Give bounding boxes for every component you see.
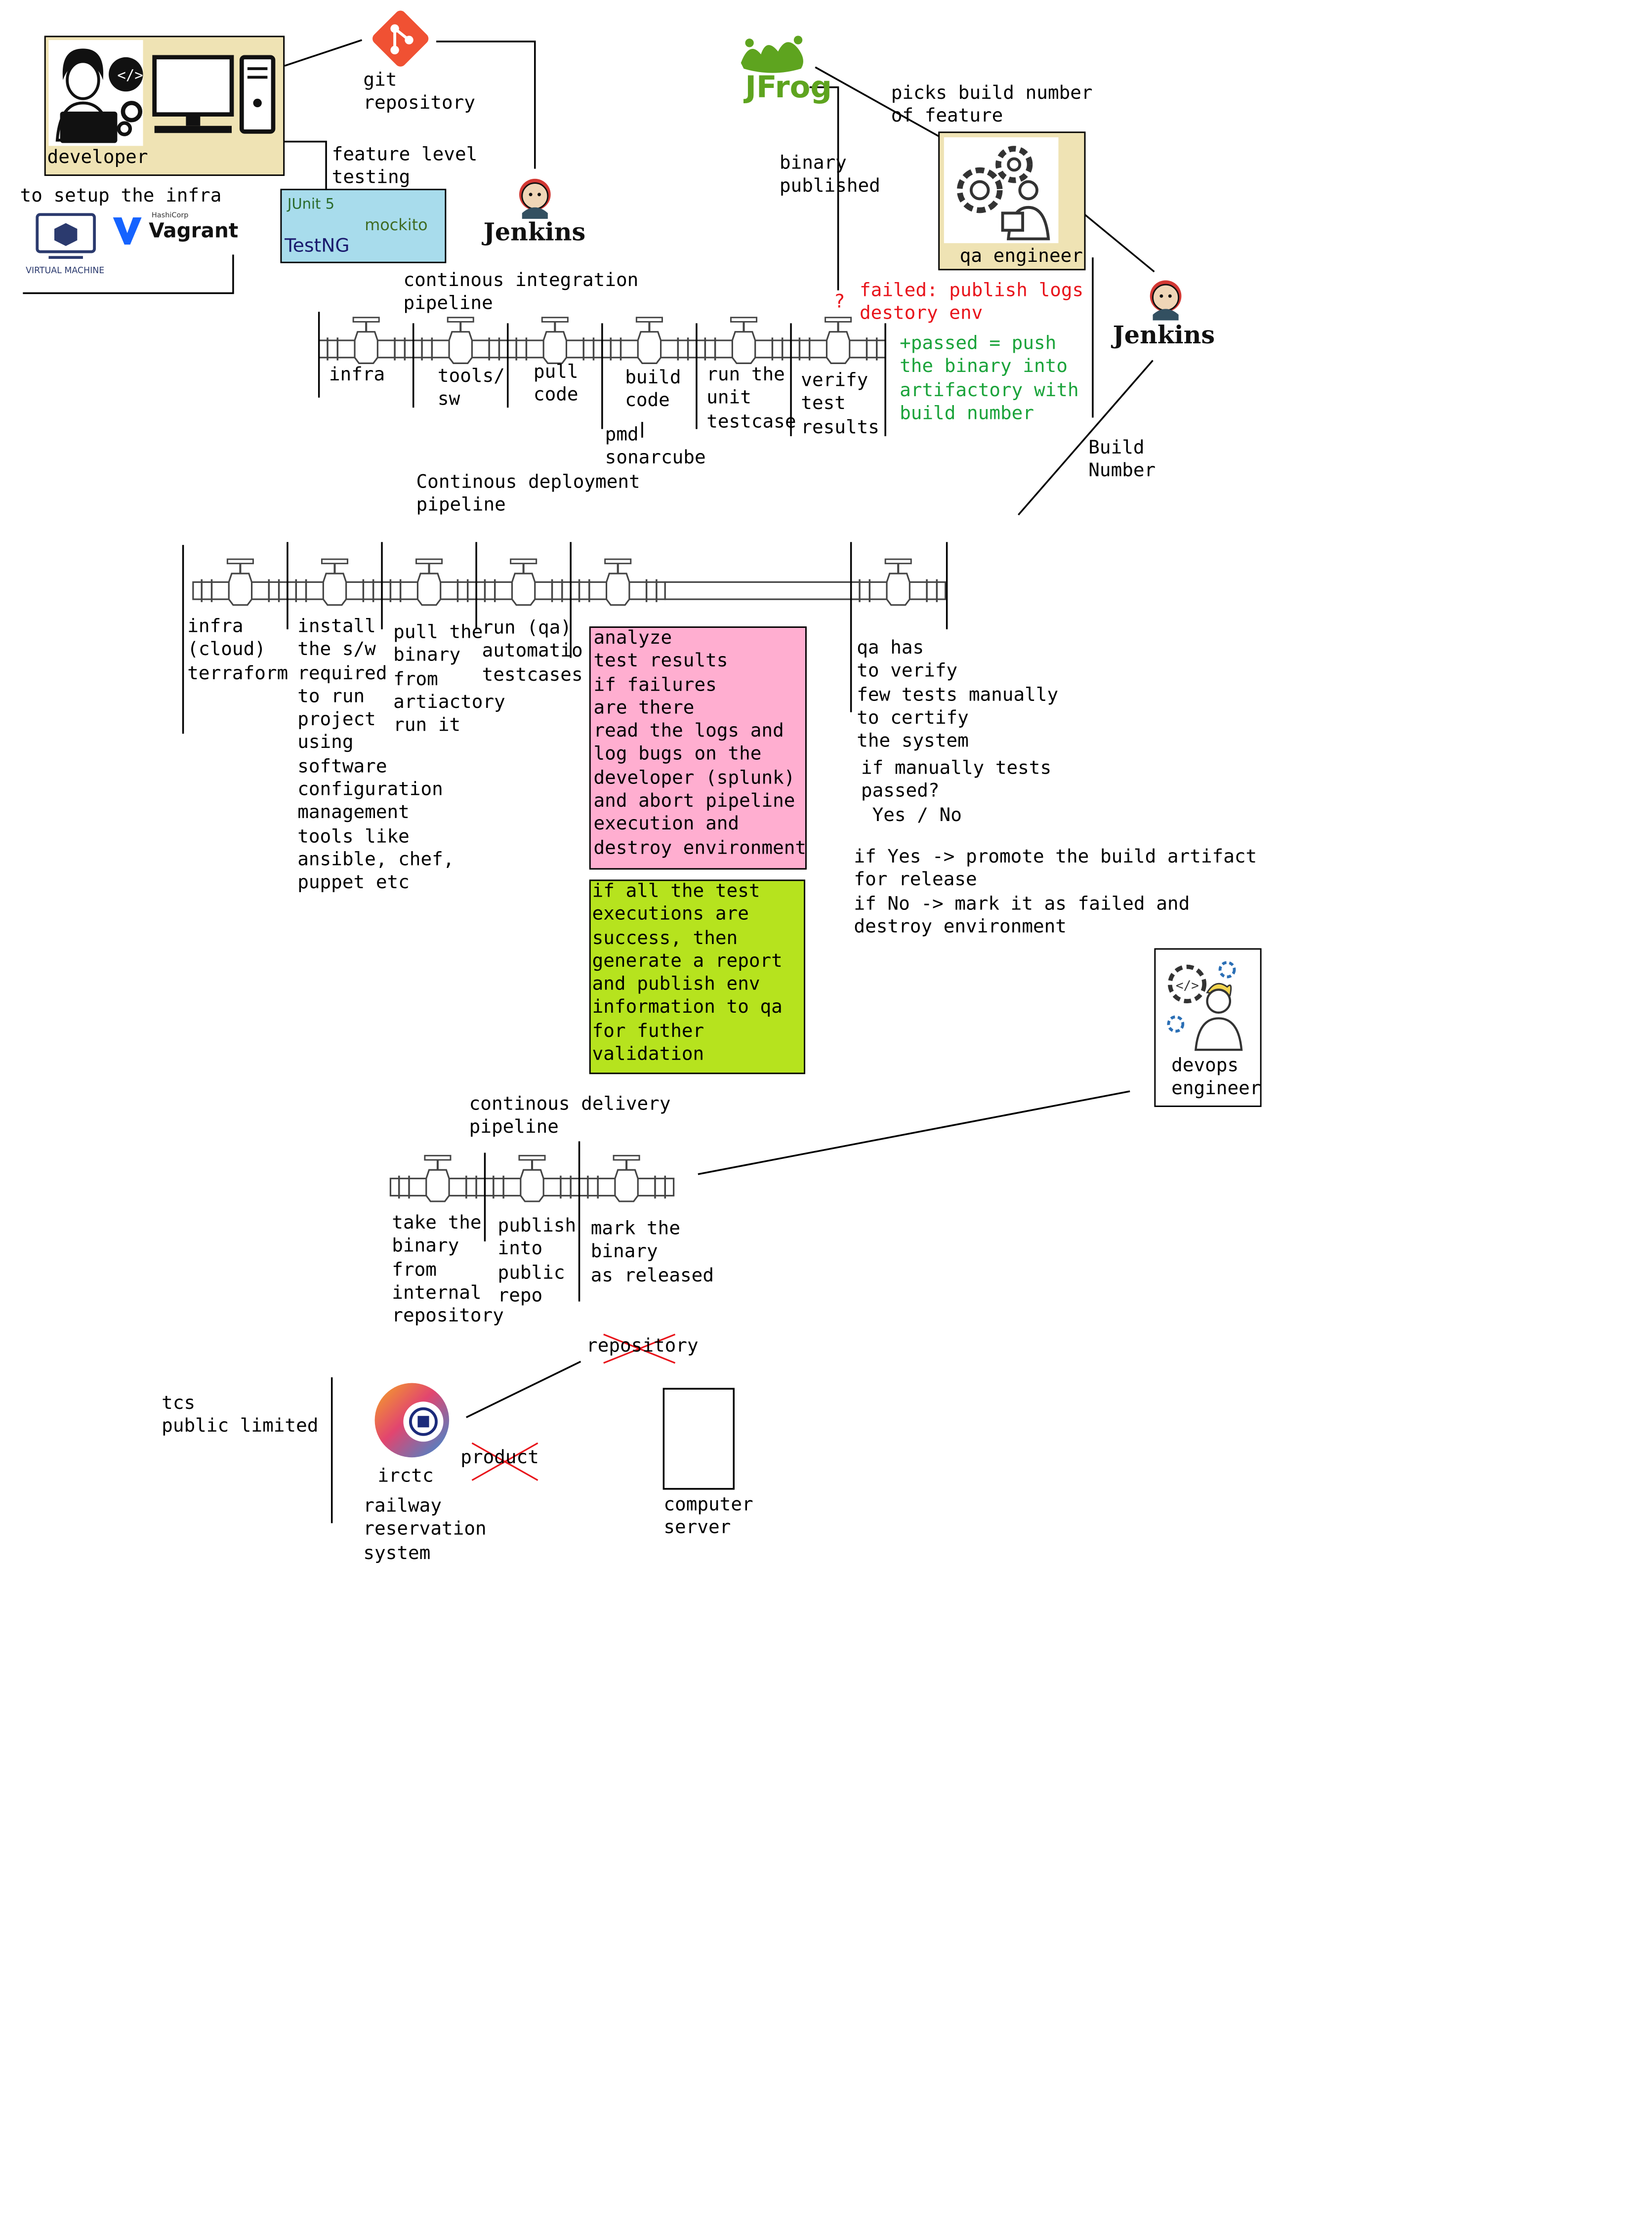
delivery-stage-take-binary: take the binary from internal repository	[392, 1213, 504, 1328]
failure-box: analyze test results if failures are the…	[589, 626, 807, 870]
cd-stage-pull-binary: pull the binary from artiactory run it	[393, 622, 505, 737]
ci-stage-build-code: build code	[625, 368, 681, 412]
devops-engineer-card: </> devops engineer	[1154, 948, 1262, 1107]
tcs-label: tcs public limited	[162, 1393, 319, 1438]
ci-stage-tools: tools/ sw	[437, 366, 505, 411]
svg-text:</>: </>	[1176, 978, 1199, 993]
git-icon	[372, 10, 429, 67]
developer-icon: </>	[48, 40, 276, 146]
svg-text:</>: </>	[117, 67, 143, 83]
infra-setup-label: to setup the infra	[20, 186, 222, 207]
devops-engineer-label: devops engineer	[1171, 1055, 1261, 1101]
ci-stage-verify: verify test results	[801, 370, 879, 439]
delivery-stage-publish: publish into public repo	[497, 1215, 577, 1307]
railway-system-label: railway reservation system	[363, 1496, 487, 1564]
testng-logo: TestNG	[285, 236, 350, 258]
git-repository-label: git repository	[363, 70, 476, 115]
devops-engineer-icon: </>	[1167, 961, 1243, 1051]
ci-stage-unit-tests: run the unit testcase	[706, 365, 796, 433]
junit-logo: JUnit 5	[287, 197, 335, 213]
delivery-stage-dividers	[484, 1141, 580, 1302]
computer-server-box	[662, 1388, 735, 1490]
irctc-label: irctc	[377, 1466, 434, 1488]
virtual-machine-label: VIRTUAL MACHINE	[26, 266, 105, 276]
virtual-machine-icon	[36, 213, 96, 259]
delivery-pipeline-pipes	[390, 1155, 673, 1201]
cd-pipeline-title: Continous deployment pipeline	[416, 472, 640, 517]
cd-stage-qa-tests: run (qa) automatio testcases	[482, 617, 583, 686]
delivery-pipeline-title: continous delivery pipeline	[469, 1094, 671, 1139]
cd-stage-dividers	[182, 542, 948, 734]
vagrant-label: Vagrant	[149, 220, 239, 244]
jfrog-icon	[741, 36, 803, 73]
question-mark: ?	[833, 291, 845, 314]
testing-logos: JUnit 5 mockito TestNG	[280, 189, 447, 263]
binary-published-label: binary published	[779, 153, 880, 198]
cd-stage-install: install the s/w required to run project …	[297, 616, 454, 895]
cd-stage-infra: infra (cloud) terraform	[187, 616, 289, 685]
promote-decision-note: if Yes -> promote the build artifact for…	[854, 846, 1257, 938]
product-strike	[471, 1442, 538, 1481]
jfrog-label: JFrog	[745, 70, 832, 105]
cd-pipeline-pipes	[193, 559, 946, 605]
developer-card: </> developer	[44, 36, 285, 176]
jenkins-label-2: Jenkins	[1113, 322, 1215, 351]
jenkins-icon-2	[1150, 280, 1182, 321]
feature-testing-label: feature level testing	[331, 144, 478, 190]
computer-server-label: computer server	[663, 1494, 753, 1540]
ci-pipeline-title: continous integration pipeline	[403, 270, 639, 315]
mockito-logo: mockito	[365, 216, 428, 235]
jenkins-icon	[519, 178, 551, 219]
repository-label: repository	[586, 1336, 699, 1357]
ci-stage-dividers	[318, 312, 886, 437]
qa-engineer-label: qa engineer	[959, 246, 1083, 268]
manual-tests-question: if manually tests passed? Yes / No	[861, 758, 1052, 826]
irctc-logo-icon	[374, 1383, 450, 1458]
passed-note: +passed = push the binary into artifacto…	[900, 333, 1079, 425]
failed-note: failed: publish logs destory env	[860, 280, 1084, 326]
ci-stage-pull-code: pull code	[533, 362, 578, 407]
vagrant-icon	[113, 217, 142, 245]
build-number-label: Build Number	[1088, 437, 1156, 483]
product-label: product	[460, 1447, 539, 1469]
repository-strike	[603, 1333, 676, 1364]
jenkins-label: Jenkins	[483, 218, 586, 247]
developer-label: developer	[47, 147, 148, 169]
pmd-sonarcube-label: pmd sonarcube	[605, 424, 706, 470]
qa-engineer-card: qa engineer	[938, 131, 1086, 271]
delivery-stage-mark-released: mark the binary as released	[590, 1218, 714, 1287]
qa-verify-note: qa has to verify few tests manually to c…	[857, 638, 1059, 753]
ci-stage-infra: infra	[329, 365, 385, 386]
hashicorp-label: HashiCorp	[151, 211, 189, 220]
picks-build-number-label: picks build number of feature	[891, 82, 1093, 128]
qa-engineer-icon	[944, 137, 1059, 244]
success-box: if all the test executions are success, …	[589, 879, 805, 1074]
